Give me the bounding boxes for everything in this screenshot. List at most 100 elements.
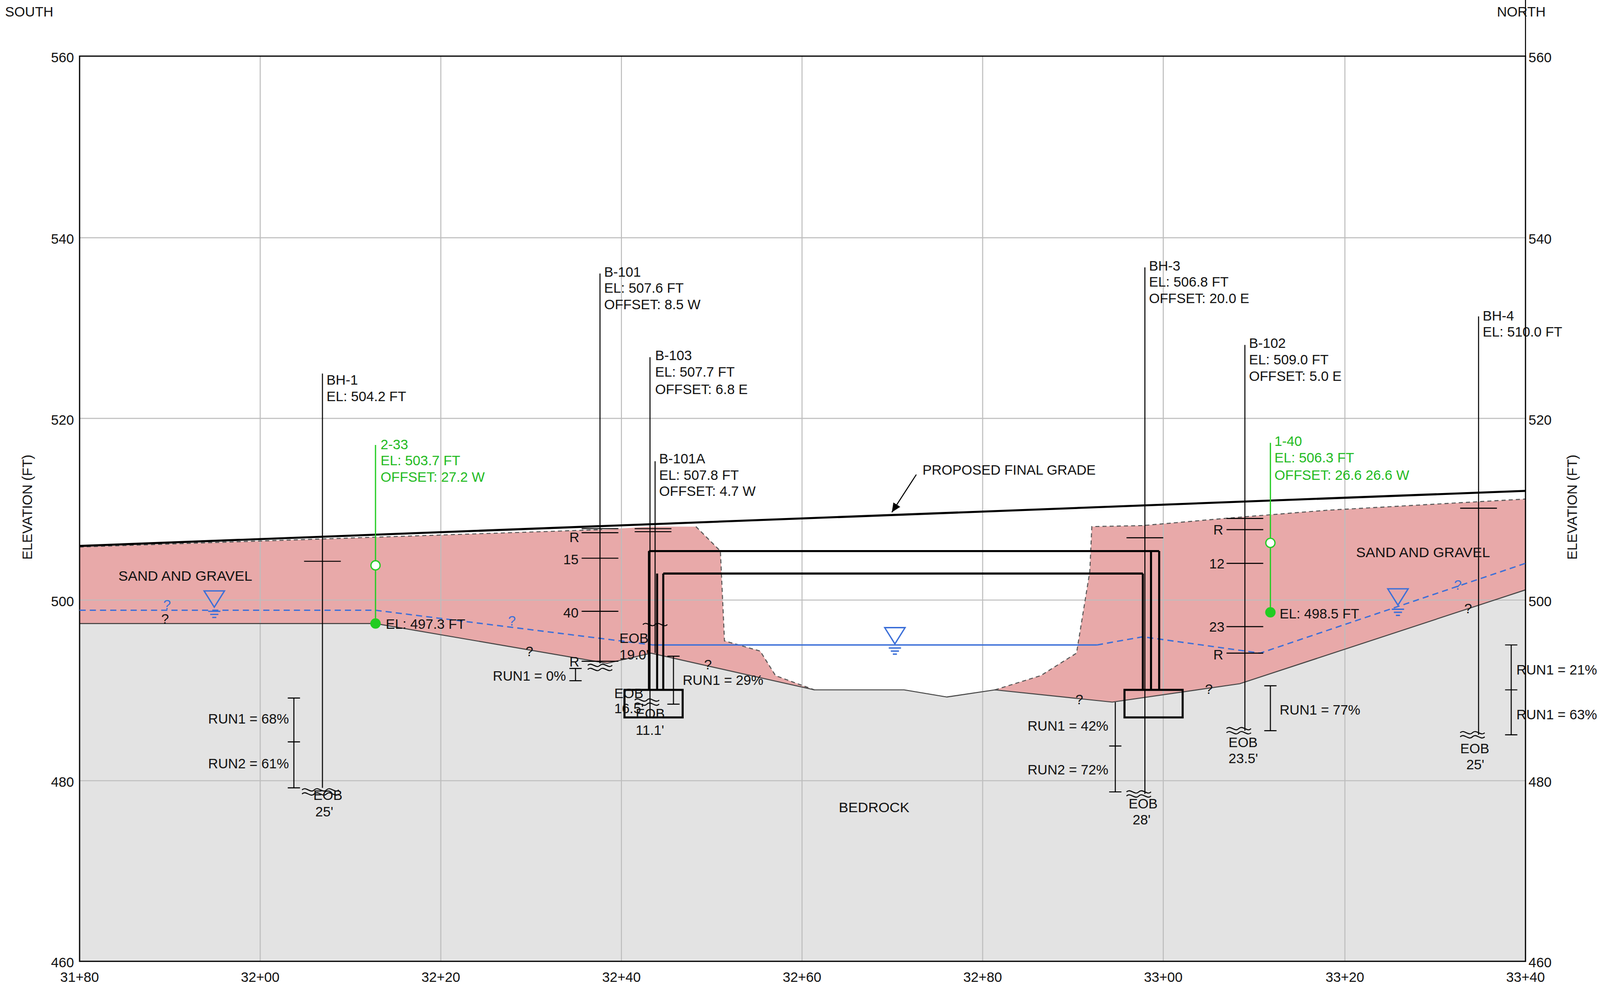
region-label: BEDROCK	[838, 799, 913, 815]
annotation-label: BH-4	[1482, 308, 1515, 324]
annotation-label: 28'	[1132, 811, 1151, 827]
annotation-label: EOB	[614, 685, 644, 701]
grade-leader	[891, 474, 917, 513]
annotation-label: ?	[163, 596, 172, 613]
annotation-label: EL: 503.7 FT	[380, 452, 461, 468]
annotation-label: 33+00	[1143, 969, 1183, 985]
annotation-label: 540	[50, 231, 74, 247]
annotation-label: OFFSET: 8.5 W	[604, 296, 701, 312]
annotation-label: EOB	[1460, 740, 1490, 756]
proposed-grade	[79, 490, 1526, 546]
water-table	[79, 563, 1526, 654]
annotation-label: ?	[525, 643, 533, 659]
soil-region: SAND AND GRAVEL	[118, 568, 255, 584]
annotation-label: 33+40	[1506, 969, 1545, 985]
annotation-label: RUN2 = 61%	[208, 755, 289, 771]
annotation-label: RUN1 = 42%	[1027, 718, 1109, 734]
annotation-label: 520	[50, 412, 74, 428]
annotation-label: 32+40	[602, 969, 641, 985]
grid	[79, 56, 1526, 961]
annotation-label: BH-1	[326, 372, 359, 388]
annotation-label: RUN1 = 63%	[1516, 706, 1597, 722]
annotation-label: 12	[1208, 555, 1225, 572]
borings	[287, 267, 1518, 797]
annotation-label: RUN2 = 72%	[1027, 761, 1109, 777]
annotation-label: EOB	[1128, 795, 1158, 811]
annotation-label: 480	[1528, 774, 1552, 790]
annotation-label: R	[1213, 646, 1224, 662]
region-label: SAND AND GRAVEL	[1355, 544, 1493, 560]
annotation-label: 25'	[315, 803, 334, 819]
annotation-label: ?	[1075, 691, 1084, 707]
annotation-label: 32+60	[782, 969, 822, 985]
annotation-label: OFFSET: 5.0 E	[1248, 368, 1342, 384]
frame	[79, 56, 1526, 961]
annotation-label: EOB	[313, 787, 343, 803]
annotation-label: ?	[508, 612, 516, 629]
annotation-label: 23	[1208, 619, 1225, 635]
annotation-label: 520	[1528, 412, 1552, 428]
annotation-label: EL: 509.0 FT	[1248, 351, 1329, 368]
annotation-label: OFFSET: 20.0 E	[1149, 290, 1250, 306]
annotation-label: 460	[1528, 954, 1552, 970]
annotation-label: EL: 497.3 FT	[385, 616, 466, 632]
annotation-label: EL: 510.0 FT	[1482, 324, 1563, 340]
annotation-label: OFFSET: 6.8 E	[654, 381, 748, 397]
annotation-label: RUN1 = 21%	[1516, 661, 1597, 678]
annotation-label: ELEVATION (FT)	[1564, 454, 1580, 560]
annotation-label: 25'	[1466, 756, 1485, 772]
annotation-label: 2-33	[380, 436, 409, 452]
annotation-label: EOB	[619, 630, 649, 646]
annotation-label: 23.5'	[1228, 750, 1259, 766]
annotation-label: ?	[1464, 600, 1472, 616]
piezometers	[370, 442, 1275, 629]
annotation-label: ?	[1205, 681, 1213, 697]
annotation-label: R	[569, 653, 580, 670]
annotation-label: 460	[50, 954, 74, 970]
annotation-label: EL: 506.8 FT	[1149, 274, 1229, 290]
annotation-label: ?	[161, 611, 169, 627]
region-label: SAND AND GRAVEL	[118, 568, 255, 584]
annotation-label: 560	[1528, 49, 1552, 66]
annotation-label: RUN1 = 77%	[1279, 702, 1361, 718]
soil-region: BEDROCK	[838, 799, 913, 815]
annotation-label: 1-40	[1274, 433, 1303, 449]
annotation-label: EL: 507.6 FT	[604, 280, 684, 296]
annotation-label: PROPOSED FINAL GRADE	[922, 462, 1096, 478]
annotation-label: NORTH	[1496, 4, 1546, 20]
annotation-label: 40	[563, 604, 580, 621]
annotation-label: RUN1 = 0%	[492, 668, 566, 684]
annotation-label: 32+80	[963, 969, 1003, 985]
annotation-label: EL: 507.8 FT	[659, 467, 739, 483]
annotation-label: 560	[50, 49, 74, 66]
annotation-label: RUN1 = 68%	[208, 710, 289, 727]
annotation-label: EL: 507.7 FT	[654, 364, 735, 380]
annotation-label: 33+20	[1325, 969, 1364, 985]
annotation-label: BH-3	[1149, 258, 1181, 274]
annotation-label: EL: 498.5 FT	[1279, 605, 1360, 621]
annotation-label: EL: 506.3 FT	[1274, 449, 1355, 466]
annotation-label: 480	[50, 774, 74, 790]
annotation-label: 11.1'	[635, 722, 664, 738]
annotation-label: 500	[1528, 593, 1552, 609]
annotation-label: B-103	[654, 347, 692, 363]
annotation-label: R	[569, 529, 580, 545]
annotation-label: RUN1 = 29%	[682, 672, 764, 688]
annotation-label: ELEVATION (FT)	[19, 454, 35, 560]
annotation-label: 19.0'	[619, 646, 650, 662]
water-symbol	[204, 588, 1409, 654]
annotation-label: 31+80	[60, 969, 99, 985]
annotation-label: OFFSET: 27.2 W	[380, 469, 485, 485]
annotation-label: 15	[563, 551, 580, 567]
annotation-label: 32+00	[240, 969, 280, 985]
annotation-label: 500	[50, 593, 74, 609]
annotation-label: R	[1213, 522, 1224, 538]
annotation-label: ?	[1453, 577, 1462, 593]
annotation-label: EL: 504.2 FT	[326, 388, 407, 404]
annotation-label: B-101	[604, 264, 641, 280]
annotation-label: OFFSET: 4.7 W	[659, 483, 756, 499]
annotation-label: SOUTH	[5, 4, 54, 20]
annotation-label: B-102	[1248, 335, 1286, 351]
